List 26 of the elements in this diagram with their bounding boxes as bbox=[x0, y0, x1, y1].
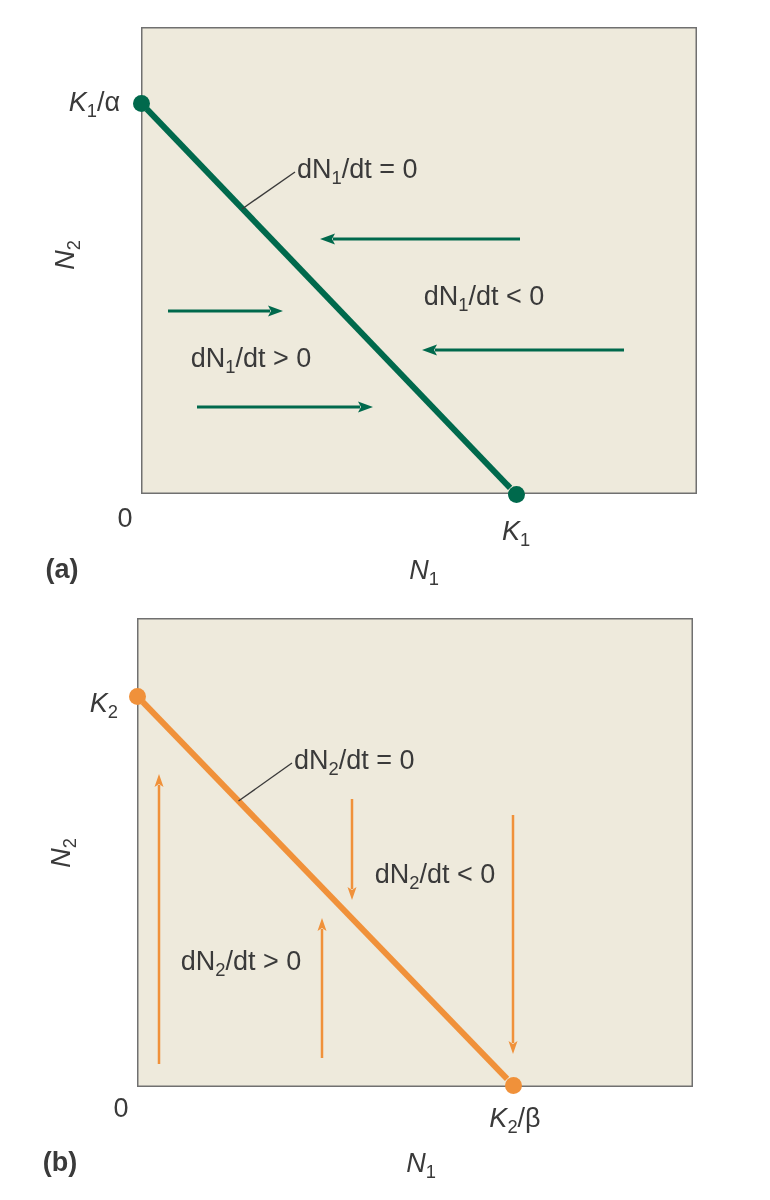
axis-title: N$_{1}$ bbox=[406, 1148, 436, 1180]
axis-title: N$_{1}$ bbox=[409, 555, 439, 587]
region-label: dN$_{2}$/dt < 0 bbox=[374, 859, 496, 891]
axis-tick-label: 0 bbox=[117, 503, 133, 535]
isocline-label: dN$_{1}$/dt = 0 bbox=[297, 154, 418, 186]
axis-tick-label: K$_{1}$ bbox=[501, 516, 531, 548]
axis-tick-label: 0 bbox=[113, 1093, 129, 1125]
region-label: dN$_{1}$/dt > 0 bbox=[190, 343, 312, 375]
axis-tick-label: K$_{2}$ bbox=[89, 688, 118, 720]
leader-line bbox=[237, 762, 293, 802]
axis-tick-label: K$_{2}$/β bbox=[489, 1103, 541, 1135]
plot-area bbox=[137, 618, 693, 1087]
region-label: dN$_{1}$/dt < 0 bbox=[423, 281, 545, 313]
dot-icon bbox=[132, 94, 150, 112]
leader-line bbox=[241, 171, 296, 210]
dot-icon bbox=[504, 1076, 522, 1094]
isocline-line bbox=[144, 107, 513, 490]
dot-icon bbox=[128, 687, 146, 705]
panel-letter: (a) bbox=[45, 554, 79, 586]
region-label: dN$_{2}$/dt > 0 bbox=[180, 946, 302, 978]
plot-area bbox=[141, 27, 697, 494]
isocline-line bbox=[140, 700, 510, 1081]
isocline-label: dN$_{2}$/dt = 0 bbox=[294, 745, 415, 777]
dot-icon bbox=[507, 485, 525, 503]
panel-letter: (b) bbox=[42, 1147, 78, 1179]
axis-tick-label: K$_{1}$/α bbox=[68, 87, 120, 119]
